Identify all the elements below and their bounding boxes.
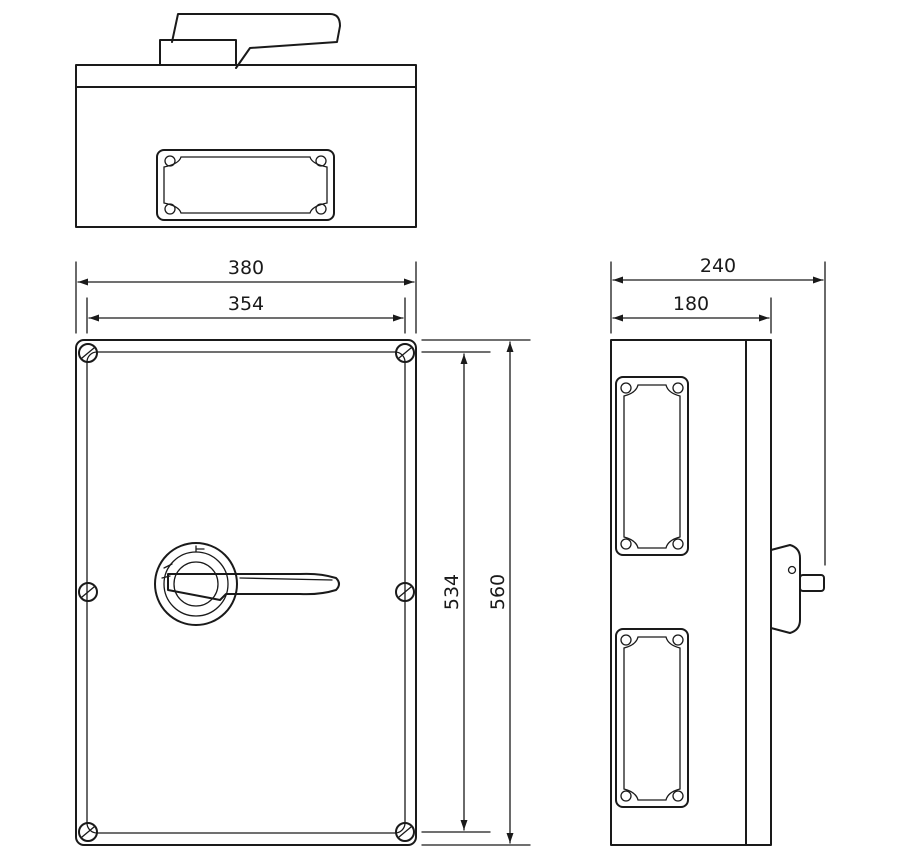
front-inner-frame (86, 351, 406, 834)
gland-plate-side-upper (615, 376, 689, 556)
dim-label-overall-width: 380 (228, 257, 264, 279)
handle-side (770, 544, 825, 634)
dimension-overall-height: 560 (421, 339, 531, 846)
screw-mid-right (395, 582, 415, 602)
dimension-overall-width: 380 (75, 257, 417, 334)
rotary-switch-handle (154, 542, 340, 626)
gland-plate-side-lower (615, 628, 689, 808)
dim-label-body-depth: 180 (673, 293, 709, 315)
front-view (75, 339, 417, 846)
screw-top-left (78, 343, 98, 363)
top-view (75, 13, 417, 228)
handle-hub-top (159, 39, 237, 66)
side-view (610, 339, 825, 846)
handle-lever-top (171, 13, 341, 69)
dim-label-inner-width: 354 (228, 293, 264, 315)
dimension-inner-width: 354 (86, 293, 406, 334)
screw-top-right (395, 343, 415, 363)
screw-bottom-right (395, 822, 415, 842)
screw-mid-left (78, 582, 98, 602)
dimension-inner-height: 534 (421, 351, 491, 833)
screw-bottom-left (78, 822, 98, 842)
side-body (610, 339, 747, 846)
dimension-body-depth: 180 (612, 293, 772, 334)
side-lid (745, 339, 772, 846)
front-outer-frame (75, 339, 417, 846)
dim-label-inner-height: 534 (441, 574, 463, 610)
gland-plate-top (156, 149, 335, 221)
dim-label-overall-height: 560 (487, 574, 509, 610)
top-view-body (75, 64, 417, 228)
dimension-overall-depth: 240 (610, 255, 826, 566)
dim-label-overall-depth: 240 (700, 255, 736, 277)
